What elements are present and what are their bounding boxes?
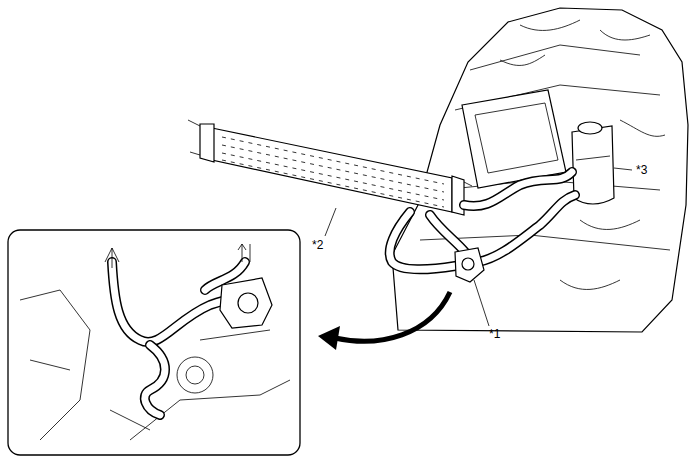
engine-block — [392, 8, 688, 332]
detail-inset — [8, 230, 300, 455]
inset-engine — [20, 290, 290, 440]
pump-motor — [462, 258, 474, 270]
hose — [478, 195, 575, 262]
view-arrow — [318, 292, 450, 350]
hose — [464, 172, 572, 206]
callout-number: *1 — [489, 328, 500, 340]
cooler — [188, 120, 472, 215]
inset-pulley — [177, 357, 213, 393]
hose — [390, 212, 455, 269]
cooler-end-left — [200, 124, 214, 162]
inset-pump — [220, 278, 272, 328]
flow-arrow — [105, 248, 119, 268]
engine-texture — [500, 20, 665, 289]
inset-pulley-hub — [186, 366, 204, 384]
callout-number: *3 — [636, 164, 647, 176]
reservoir-line — [576, 156, 610, 160]
hose — [478, 195, 575, 262]
engine-cover-detail — [475, 103, 558, 173]
hose — [430, 215, 465, 252]
inset-frame — [8, 230, 300, 455]
engine-outline — [392, 8, 688, 332]
pump-body — [455, 248, 484, 282]
water-pump — [455, 248, 484, 282]
cooler-mount — [188, 120, 472, 186]
cooler-body — [212, 128, 452, 212]
leader-line — [474, 280, 489, 326]
arrow-shaft — [335, 292, 450, 341]
flow-arrow — [238, 244, 250, 262]
inset-hose — [145, 345, 165, 415]
coolant-hoses — [390, 172, 575, 269]
hose — [430, 215, 465, 252]
cooler-fins — [222, 137, 444, 207]
inset-pump-motor — [238, 293, 258, 313]
inset-hose — [145, 345, 165, 415]
callout-number: *2 — [312, 239, 323, 251]
leader-line — [325, 208, 336, 236]
reservoir-cap — [578, 122, 602, 134]
leader-lines — [325, 168, 632, 326]
engine-cover — [462, 90, 566, 188]
leader-line — [614, 168, 632, 170]
hose — [390, 212, 455, 269]
hose — [464, 172, 572, 206]
arrow-head — [318, 326, 340, 350]
